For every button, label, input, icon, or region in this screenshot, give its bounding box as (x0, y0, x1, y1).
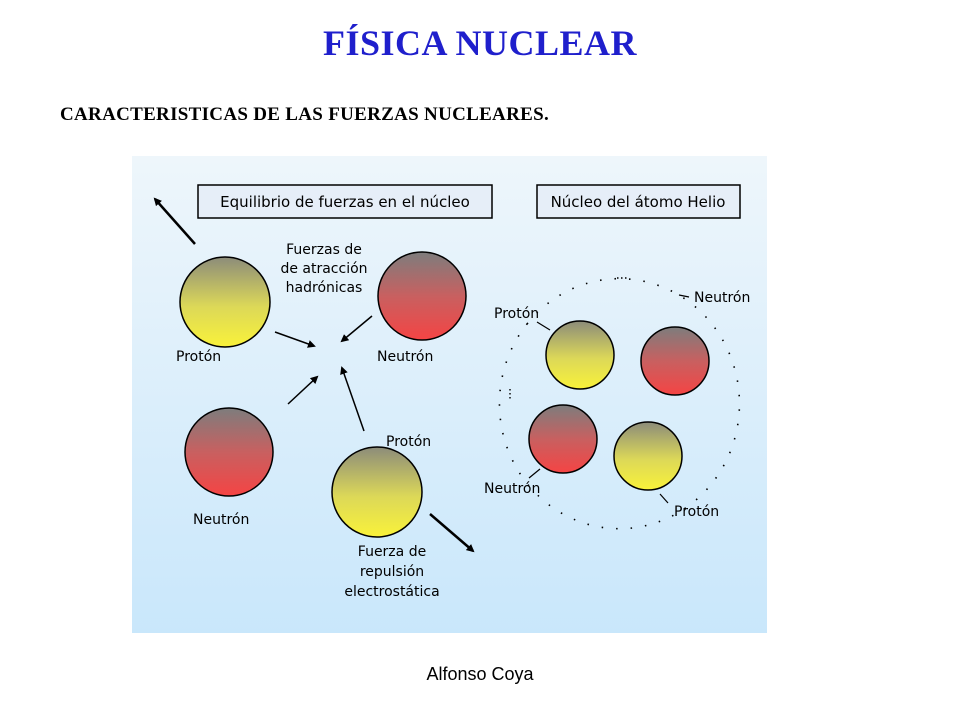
helium-proton-top-pointer (536, 321, 551, 331)
attraction-label-line-3: hadrónicas (286, 280, 363, 296)
helium-proton-bottom-pointer (659, 493, 669, 504)
neutron-bottom-left (184, 407, 274, 497)
slide-subtitle: CARACTERISTICAS DE LAS FUERZAS NUCLEARES… (60, 104, 549, 125)
helium-neutron-top (640, 326, 710, 396)
proton-top-left-label: Protón (176, 349, 221, 365)
repulsion-label-line-2: repulsión (360, 564, 424, 580)
repulsion-label-line-1: Fuerza de (358, 544, 426, 560)
helium-proton-bottom (613, 421, 683, 491)
repulsion-arrow (429, 513, 475, 553)
helium-neutron-top-pointer (678, 294, 690, 298)
attraction-label: Fuerzas de de atracción hadrónicas (280, 242, 367, 296)
slide-title: FÍSICA NUCLEAR (322, 23, 638, 63)
attraction-label-line-2: de atracción (280, 261, 367, 277)
proton-bottom-label: Protón (386, 434, 431, 450)
slide-footer-author: Alfonso Coya (426, 664, 534, 684)
helium-neutron-top-label: Neutrón (694, 290, 750, 306)
attraction-label-line-1: Fuerzas de (286, 242, 362, 258)
diagram-background (132, 156, 767, 633)
top-left-arrow (153, 197, 196, 245)
helium-proton-top (545, 320, 615, 390)
repulsion-label-line-3: electrostática (344, 584, 439, 600)
box-equilibrium: Equilibrio de fuerzas en el núcleo (197, 184, 493, 219)
box-equilibrium-text: Equilibrio de fuerzas en el núcleo (220, 193, 470, 211)
repulsion-label: Fuerza de repulsión electrostática (344, 544, 439, 600)
helium-neutron-bottom (528, 404, 598, 474)
neutron-bottom-left-label: Neutrón (193, 512, 249, 528)
box-helium: Núcleo del átomo Helio (536, 184, 741, 219)
neutron-top-right-label: Neutrón (377, 349, 433, 365)
neutron-top-right (377, 251, 467, 341)
nuclear-forces-diagram: Equilibrio de fuerzas en el núcleo Núcle… (132, 156, 767, 633)
helium-proton-top-label: Protón (494, 306, 539, 322)
attraction-arrows (274, 315, 373, 432)
proton-bottom (331, 446, 423, 538)
helium-neutron-bottom-label: Neutrón (484, 481, 540, 497)
box-helium-text: Núcleo del átomo Helio (551, 193, 726, 211)
proton-top-left (179, 256, 271, 348)
helium-proton-bottom-label: Protón (674, 504, 719, 520)
helium-neutron-bottom-pointer (528, 468, 541, 479)
